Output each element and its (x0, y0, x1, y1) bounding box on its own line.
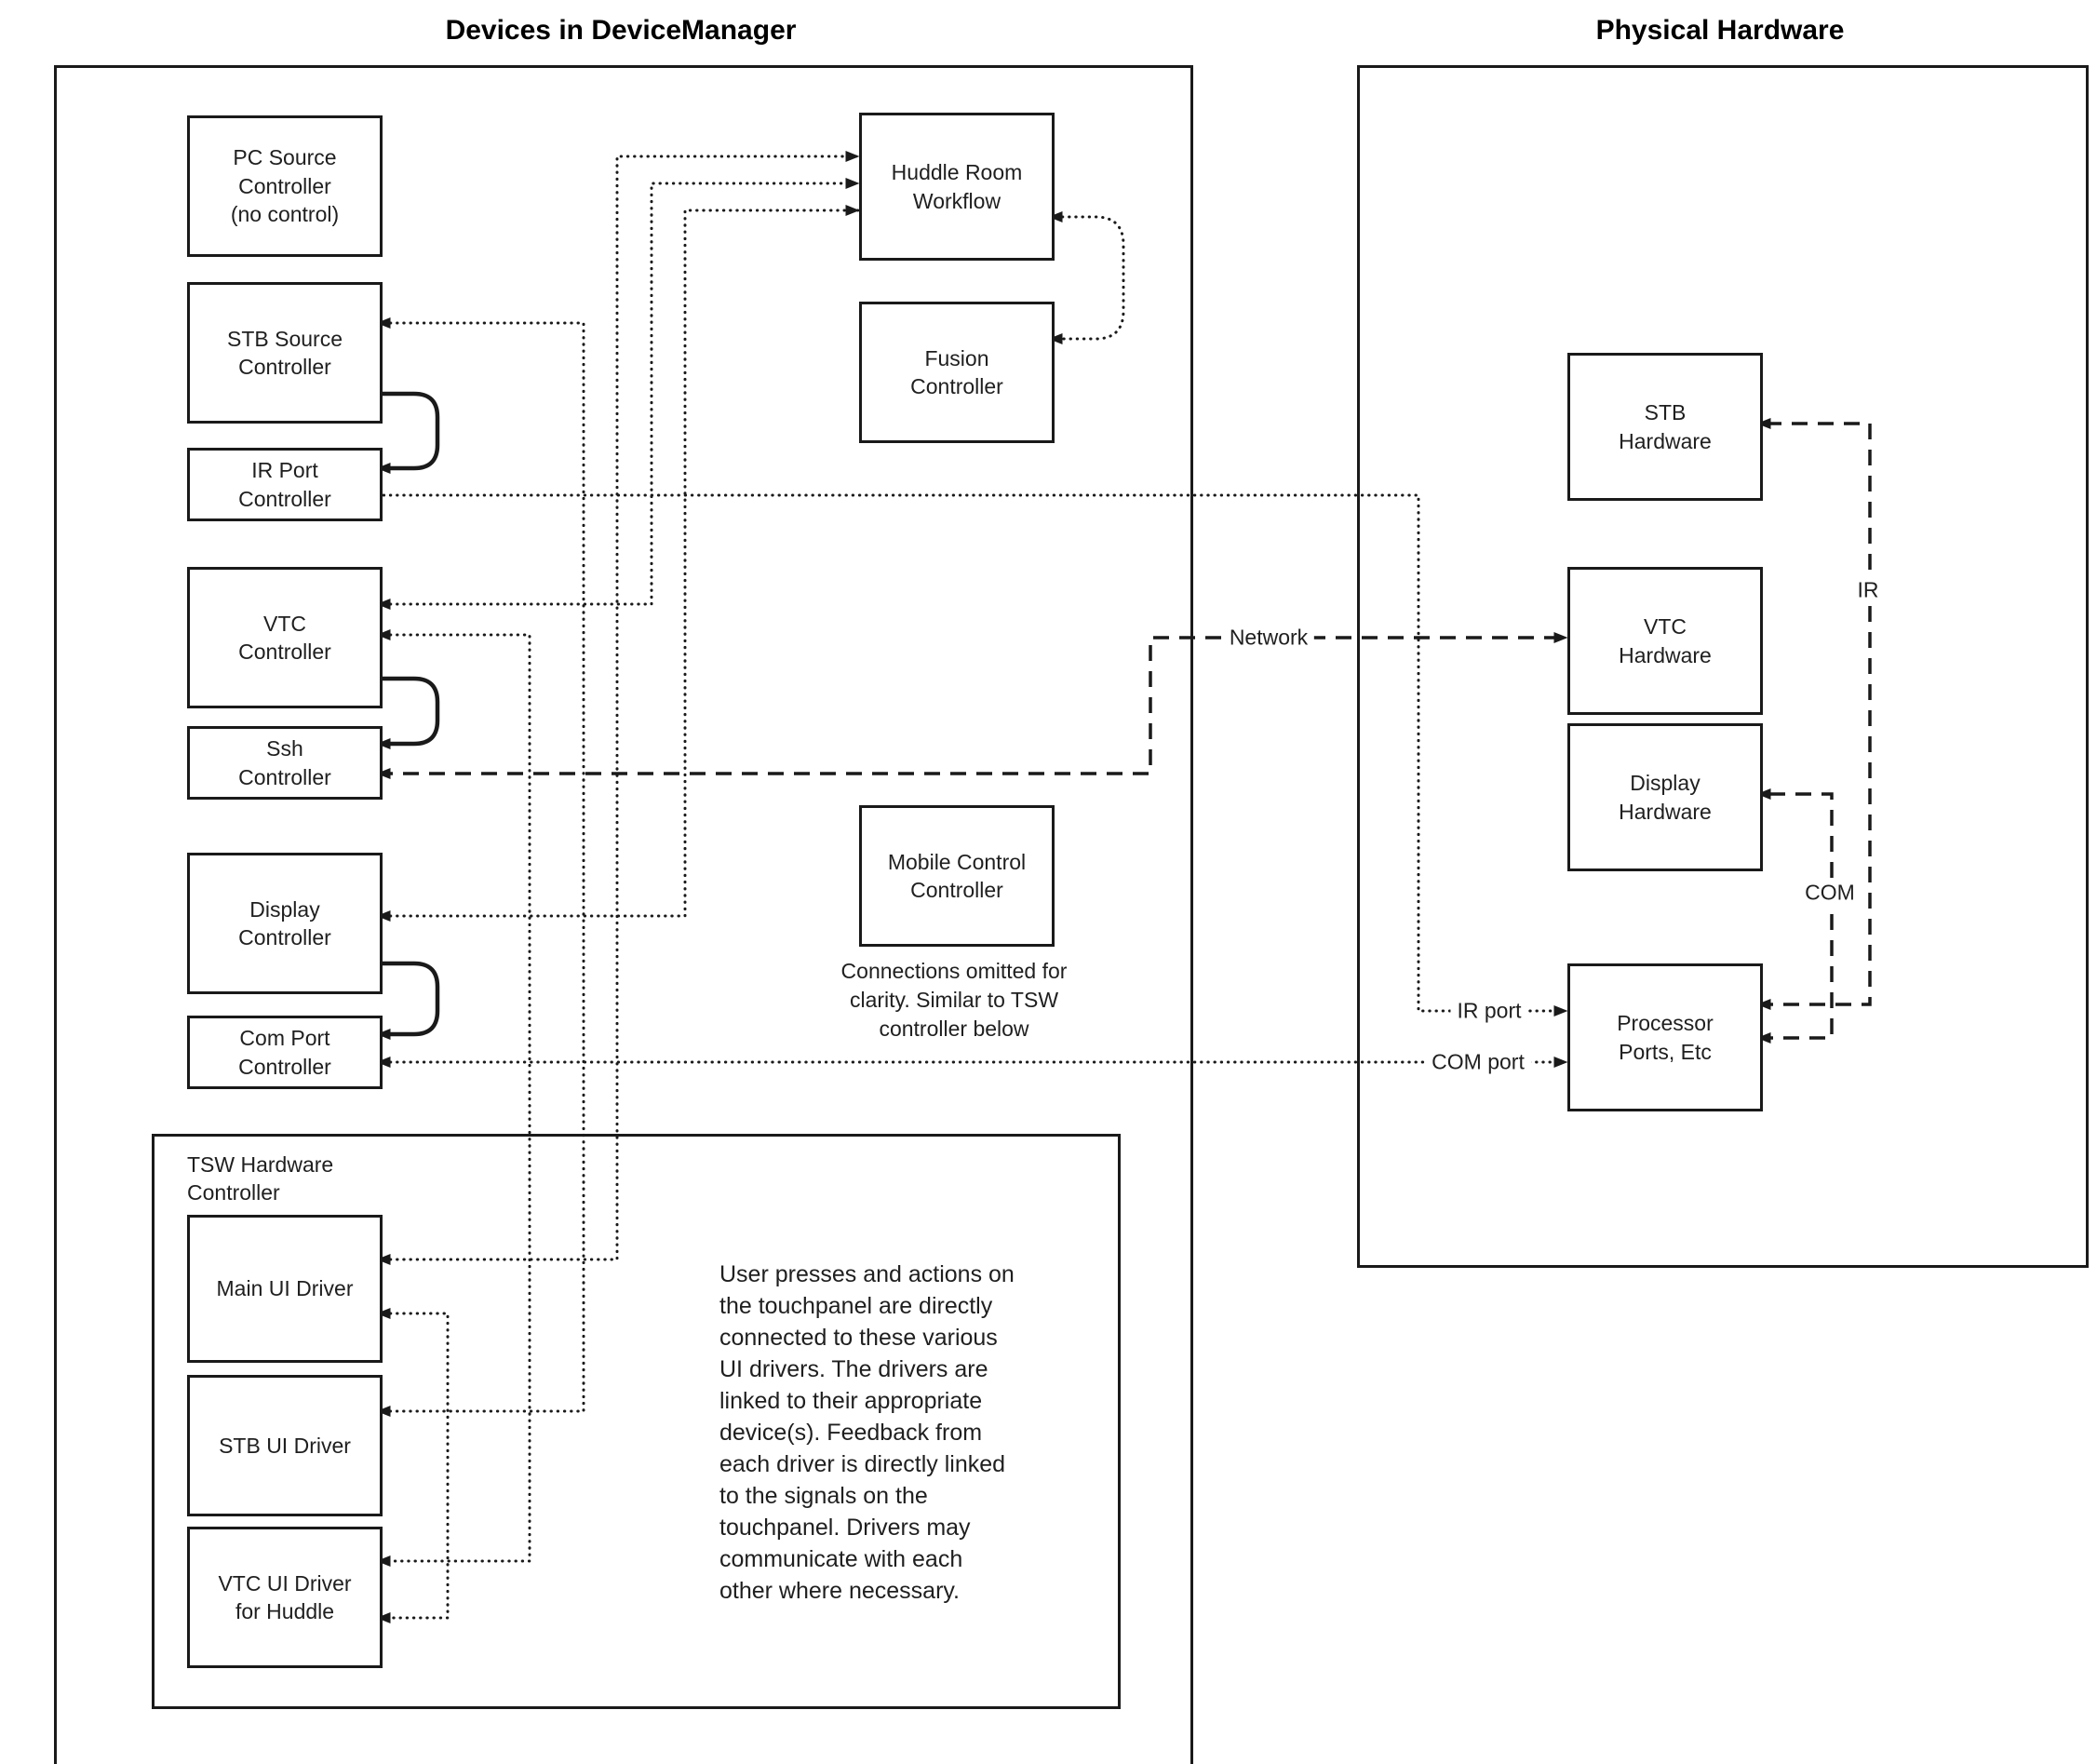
link-vtc-controller-ssh-controller (376, 676, 440, 749)
device-manager-frame (54, 65, 1193, 1764)
stb-hardware-box: STB Hardware (1567, 353, 1763, 501)
tsw-controller-label: TSW Hardware Controller (187, 1152, 334, 1205)
link-ssh-controller-vtc-hardware-network (376, 632, 1568, 779)
link-vtc-controller-huddle-workflow (375, 178, 861, 610)
network-label: Network (1222, 624, 1315, 652)
link-display-controller-com-port-controller (376, 961, 440, 1040)
ir-port-label: IR port (1450, 997, 1528, 1025)
ir-port-controller-box: IR Port Controller (187, 448, 383, 521)
link-huddle-workflow-fusion-controller (1047, 211, 1125, 344)
vtc-ui-driver-box: VTC UI Driver for Huddle (187, 1527, 383, 1668)
ssh-controller-box: Ssh Controller (187, 726, 383, 800)
link-processor-display-hardware-com (1756, 788, 1834, 1044)
device-manager-title: Devices in DeviceManager (445, 15, 797, 46)
processor-ports-box: Processor Ports, Etc (1567, 963, 1763, 1111)
fusion-controller-box: Fusion Controller (859, 302, 1055, 443)
com-port-label: COM port (1425, 1048, 1531, 1076)
link-vtc-controller-vtc-ui-driver (375, 629, 531, 1567)
ir-label: IR (1850, 576, 1886, 604)
link-display-controller-huddle-workflow (375, 205, 861, 922)
com-label: COM (1798, 879, 1862, 907)
main-ui-driver-box: Main UI Driver (187, 1215, 383, 1363)
stb-ui-driver-box: STB UI Driver (187, 1375, 383, 1516)
mobile-control-controller-box: Mobile Control Controller (859, 805, 1055, 947)
display-controller-box: Display Controller (187, 853, 383, 994)
physical-hardware-title: Physical Hardware (1595, 15, 1845, 46)
link-main-ui-driver-huddle-workflow (375, 151, 861, 1265)
vtc-hardware-box: VTC Hardware (1567, 567, 1763, 715)
link-main-ui-driver-vtc-ui-driver (375, 1308, 450, 1623)
huddle-room-workflow-box: Huddle Room Workflow (859, 113, 1055, 261)
link-stb-source-controller-stb-ui-driver (375, 317, 585, 1417)
link-processor-stb-hardware-ir (1756, 418, 1872, 1010)
mobile-control-note: Connections omitted for clarity. Similar… (840, 959, 1068, 1042)
tsw-description-text: User presses and actions on the touchpan… (719, 1261, 1015, 1604)
com-port-controller-box: Com Port Controller (187, 1016, 383, 1089)
stb-source-controller-box: STB Source Controller (187, 282, 383, 424)
link-stb-source-controller-ir-port-controller (376, 391, 440, 474)
display-hardware-box: Display Hardware (1567, 723, 1763, 871)
vtc-controller-box: VTC Controller (187, 567, 383, 708)
pc-source-controller-box: PC Source Controller (no control) (187, 115, 383, 257)
